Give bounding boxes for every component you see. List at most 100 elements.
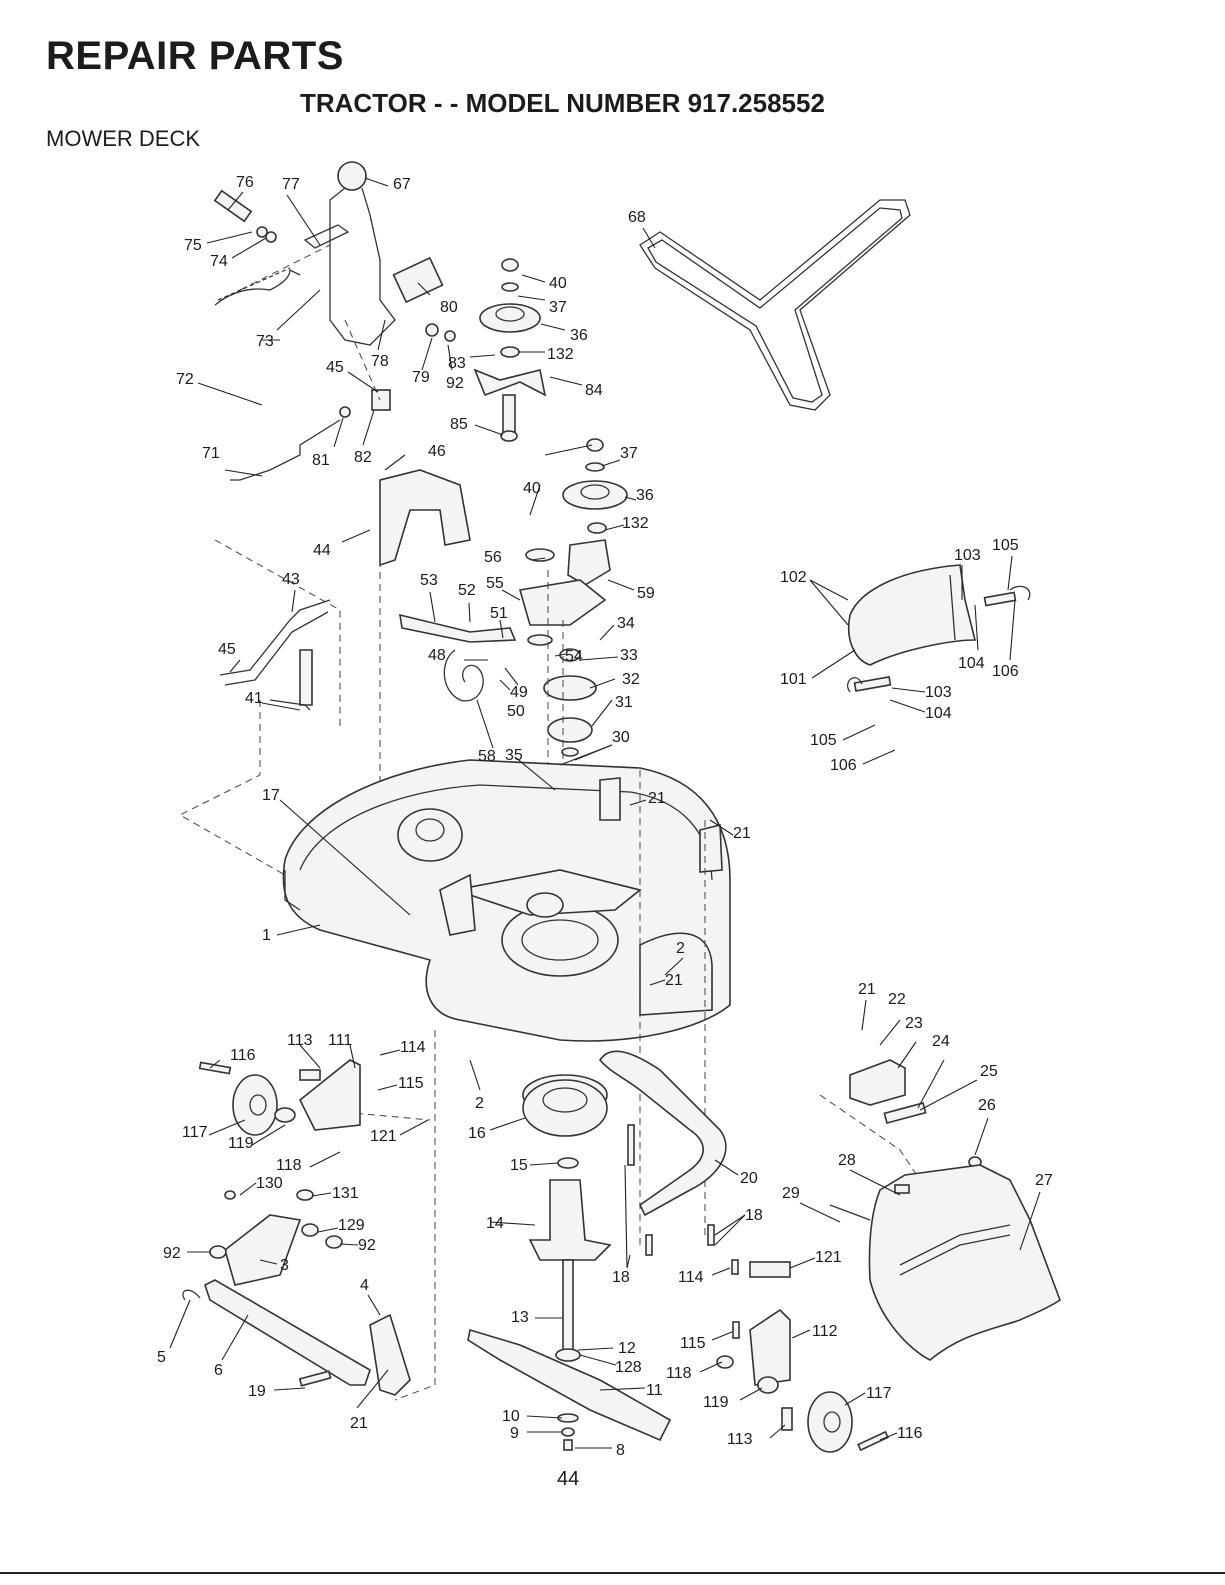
callout-50: 50	[507, 703, 525, 720]
callout-28: 28	[838, 1152, 856, 1169]
callout-54: 54	[565, 648, 583, 665]
callout-56: 56	[484, 549, 502, 566]
callout-19: 19	[248, 1383, 266, 1400]
callout-34: 34	[617, 615, 635, 632]
callout-101: 101	[780, 671, 807, 688]
callout-10: 10	[502, 1408, 520, 1425]
callout-92b: 92	[163, 1245, 181, 1262]
callout-112: 112	[812, 1323, 838, 1340]
callout-85: 85	[450, 416, 468, 433]
drive-belt-illustration	[639, 199, 911, 411]
callout-16: 16	[468, 1125, 486, 1142]
callout-79: 79	[412, 369, 430, 386]
mower-deck-housing	[282, 759, 731, 1042]
callout-51: 51	[490, 605, 508, 622]
callout-113b: 113	[727, 1431, 753, 1448]
callout-76: 76	[236, 174, 254, 191]
callout-92c: 92	[358, 1237, 376, 1254]
callout-27: 27	[1035, 1172, 1053, 1189]
callout-83: 83	[448, 355, 466, 372]
callout-29: 29	[782, 1185, 800, 1202]
callout-129: 129	[338, 1217, 365, 1234]
callout-115a: 115	[398, 1075, 424, 1092]
callout-73: 73	[256, 333, 274, 350]
callout-117a: 117	[182, 1124, 208, 1141]
callout-9: 9	[510, 1425, 519, 1442]
idler-pulley-upper	[473, 258, 547, 442]
callout-6: 6	[214, 1362, 223, 1379]
discharge-chute-illustration	[829, 1059, 1061, 1361]
callout-36b: 36	[636, 487, 654, 504]
callout-102: 102	[780, 569, 807, 586]
callout-114a: 114	[400, 1039, 426, 1056]
callout-131: 131	[332, 1185, 359, 1202]
callout-77: 77	[282, 176, 300, 193]
callout-49: 49	[510, 684, 528, 701]
callout-114b: 114	[678, 1269, 704, 1286]
blade-spindle-illustration	[467, 1074, 672, 1451]
callout-18a: 18	[745, 1207, 763, 1224]
callout-1: 1	[262, 927, 271, 944]
deck-baffle-illustration	[599, 1050, 727, 1256]
callout-labels: 76 77 67 75 74 73 80 78 79 83 92 45 72 8…	[157, 174, 1053, 1459]
deck-lift-arm	[182, 1189, 411, 1396]
callout-104b: 104	[925, 705, 952, 722]
callout-21e: 21	[350, 1415, 368, 1432]
callout-121b: 121	[815, 1249, 842, 1266]
callout-45b: 45	[218, 641, 236, 658]
callout-81: 81	[312, 452, 330, 469]
deflector-shield-illustration	[847, 564, 1031, 693]
lift-links-illustration	[219, 599, 331, 711]
callout-44: 44	[313, 542, 331, 559]
callout-26: 26	[978, 1097, 996, 1114]
callout-5: 5	[157, 1349, 166, 1366]
callout-113a: 113	[287, 1032, 313, 1049]
callout-84: 84	[585, 382, 603, 399]
callout-33: 33	[620, 647, 638, 664]
page-number: 44	[557, 1468, 580, 1490]
callout-105a: 105	[992, 537, 1019, 554]
callout-68: 68	[628, 209, 646, 226]
callout-37a: 37	[549, 299, 567, 316]
callout-118a: 118	[276, 1157, 302, 1174]
callout-80: 80	[440, 299, 458, 316]
callout-40b: 40	[523, 480, 541, 497]
callout-67: 67	[393, 176, 411, 193]
callout-58: 58	[478, 748, 496, 765]
left-gauge-wheel	[198, 1059, 361, 1136]
callout-31: 31	[615, 694, 633, 711]
callout-72: 72	[176, 371, 194, 388]
callout-21d: 21	[858, 981, 876, 998]
callout-46: 46	[428, 443, 446, 460]
callout-55: 55	[486, 575, 504, 592]
callout-3: 3	[280, 1257, 289, 1274]
callout-23: 23	[905, 1015, 923, 1032]
callout-2b: 2	[475, 1095, 484, 1112]
callout-14: 14	[486, 1215, 504, 1232]
callout-128: 128	[615, 1359, 642, 1376]
callout-103a: 103	[954, 547, 981, 564]
callout-32: 32	[622, 671, 640, 688]
callout-78: 78	[371, 353, 389, 370]
callout-17: 17	[262, 787, 280, 804]
page-title: REPAIR PARTS	[46, 34, 344, 78]
callout-106b: 106	[830, 757, 857, 774]
callout-52: 52	[458, 582, 476, 599]
callout-37b: 37	[620, 445, 638, 462]
bottom-rule	[0, 1572, 1225, 1574]
callout-115b: 115	[680, 1335, 706, 1352]
leader-lines	[169, 177, 1041, 1449]
callout-30: 30	[612, 729, 630, 746]
callout-48: 48	[428, 647, 446, 664]
callout-71: 71	[202, 445, 220, 462]
callout-132a: 132	[547, 346, 574, 363]
callout-12: 12	[618, 1340, 636, 1357]
callout-53: 53	[420, 572, 438, 589]
callout-105b: 105	[810, 732, 837, 749]
callout-41: 41	[245, 690, 263, 707]
callout-59: 59	[637, 585, 655, 602]
callout-36a: 36	[570, 327, 588, 344]
callout-106a: 106	[992, 663, 1019, 680]
callout-8: 8	[616, 1442, 625, 1459]
section-heading: MOWER DECK	[46, 126, 200, 151]
